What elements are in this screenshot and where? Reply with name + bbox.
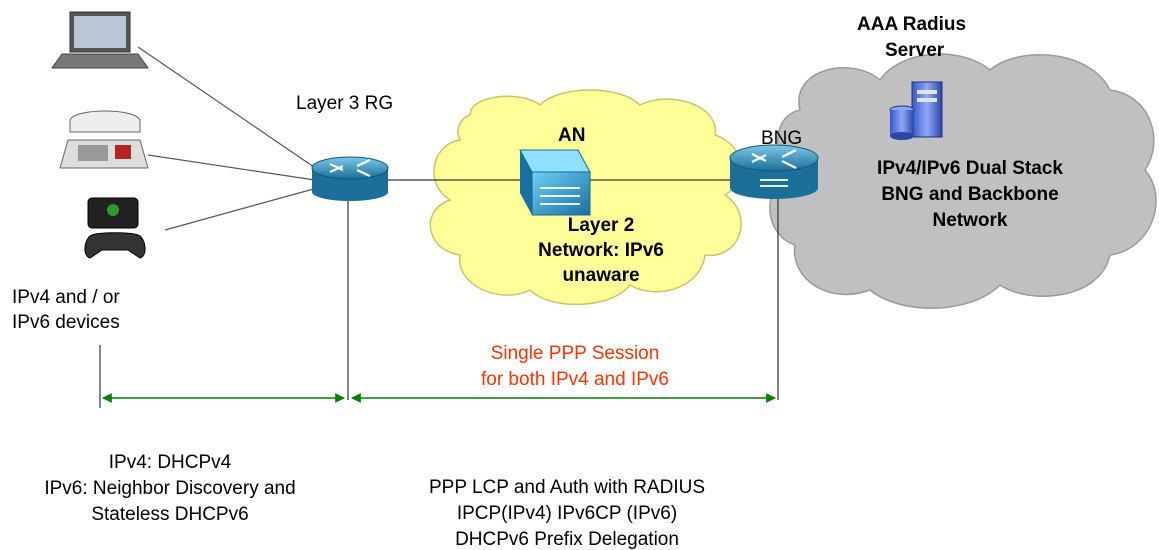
laptop-icon [51,11,149,69]
left-protocol-line3: Stateless DHCPv6 [91,504,248,525]
devices-label-line2: IPv6 devices [12,312,120,333]
aaa-label-line1: AAA Radius [857,14,966,35]
session-label-line1: Single PPP Session [491,343,660,364]
session-label-line2: for both IPv4 and IPv6 [481,369,669,390]
bng-label: BNG [761,128,802,149]
backbone-label-line3: Network [933,210,1008,231]
right-protocol-line1: PPP LCP and Auth with RADIUS [429,477,705,498]
link-laptop-rg [137,46,331,179]
bng-router-icon [729,144,819,199]
devices-label-line1: IPv4 and / or [12,287,120,308]
left-protocol-line1: IPv4: DHCPv4 [109,452,232,473]
layer2-label-line2: Network: IPv6 [538,240,664,261]
router-icon [311,156,389,201]
game-console-icon [84,197,146,259]
layer2-label-line1: Layer 2 [568,215,635,236]
layer2-label-line3: unaware [562,265,639,286]
right-protocol-line3: DHCPv6 Prefix Delegation [455,529,679,550]
backbone-cloud [769,53,1157,309]
rg-label: Layer 3 RG [296,93,393,114]
server-icon [889,81,943,140]
link-console-rg [164,184,329,231]
backbone-label-line2: BNG and Backbone [881,184,1058,205]
aaa-label-line2: Server [885,40,945,61]
left-protocol-line2: IPv6: Neighbor Discovery and [44,478,295,499]
backbone-label-line1: IPv4/IPv6 Dual Stack [877,158,1063,179]
right-protocol-line2: IPCP(IPv4) IPv6CP (IPv6) [457,503,677,524]
phone-icon [59,110,149,169]
an-label: AN [558,125,585,146]
link-phone-rg [147,154,329,183]
switch-icon [519,149,591,216]
